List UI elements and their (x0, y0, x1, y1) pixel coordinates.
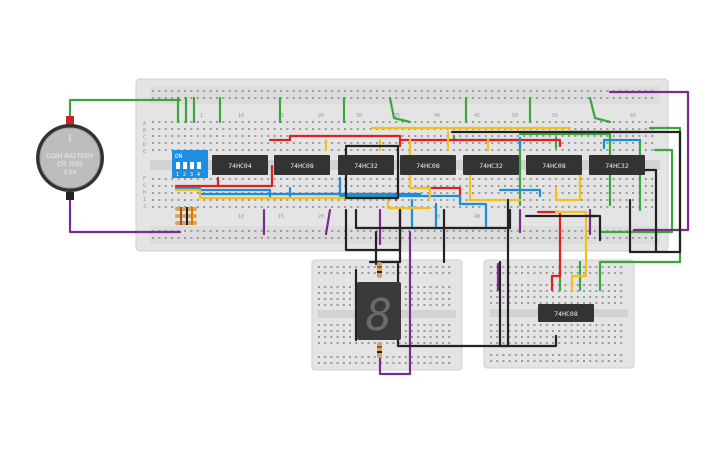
svg-text:55: 55 (552, 113, 558, 119)
wire-red (398, 138, 562, 148)
wire-black (524, 214, 602, 242)
seven-segment-display[interactable]: 8 (357, 282, 401, 341)
wire-blue (338, 176, 462, 206)
svg-text:60: 60 (630, 113, 636, 119)
chip-74hc32[interactable]: 74HC32 (338, 155, 394, 175)
svg-text:10: 10 (238, 214, 244, 220)
svg-text:3: 3 (190, 172, 193, 178)
svg-text:74HC08: 74HC08 (554, 310, 578, 318)
wire-red (536, 210, 562, 292)
svg-text:50: 50 (512, 113, 518, 119)
dip-on-label: ON (175, 153, 183, 160)
svg-text:C: C (143, 135, 146, 141)
svg-text:74HC08: 74HC08 (290, 162, 314, 170)
coin-battery[interactable]: COIN BATTERY CR 2032 3.0V (36, 116, 104, 200)
wire-black (568, 130, 682, 254)
svg-text:B: B (143, 128, 146, 134)
chip-74hc08[interactable]: 74HC08 (274, 155, 330, 175)
wires[interactable] (68, 90, 690, 376)
svg-text:35: 35 (394, 113, 400, 119)
wire-yellow (554, 210, 588, 292)
battery-model: CR 2032 (57, 161, 83, 168)
svg-text:45: 45 (474, 113, 480, 119)
svg-text:G: G (143, 183, 146, 189)
wire-black (344, 144, 400, 200)
svg-text:30: 30 (356, 113, 362, 119)
battery-voltage: 3.0V (63, 169, 77, 176)
wire-purple (68, 198, 182, 234)
wire-green (598, 126, 682, 292)
wire-green (518, 132, 612, 207)
wire-yellow (468, 168, 522, 202)
svg-text:20: 20 (318, 214, 324, 220)
wire-black (638, 168, 658, 254)
wire-green (464, 96, 612, 124)
svg-text:74HC32: 74HC32 (605, 162, 629, 170)
wire-purple (518, 208, 592, 236)
wire-green (176, 96, 196, 124)
wire-green (68, 98, 182, 123)
svg-text:F: F (143, 176, 146, 182)
wire-yellow (554, 174, 582, 202)
svg-text:D: D (143, 142, 146, 148)
svg-text:74HC32: 74HC32 (354, 162, 378, 170)
wire-purple (262, 208, 412, 376)
svg-text:A: A (143, 121, 146, 127)
resistor-bottom[interactable] (377, 342, 382, 358)
svg-text:74HC32: 74HC32 (479, 162, 503, 170)
wire-black (374, 208, 446, 266)
seven-segment-digit: 8 (366, 290, 393, 341)
svg-text:I: I (143, 197, 146, 203)
chip-74hc08[interactable]: 74HC08 (400, 155, 456, 175)
chip-74hc08[interactable]: 74HC08 (526, 155, 582, 175)
chip-74hc08-small[interactable]: 74HC08 (538, 304, 594, 322)
wire-green (218, 96, 412, 124)
svg-text:74HC04: 74HC04 (228, 162, 252, 170)
dip-switch[interactable]: ON 1 2 3 4 (172, 150, 208, 178)
chip-74hc32[interactable]: 74HC32 (463, 155, 519, 175)
battery-label: COIN BATTERY (46, 153, 94, 160)
wire-yellow (174, 188, 432, 210)
svg-text:40: 40 (434, 113, 440, 119)
resistor-top[interactable] (377, 262, 382, 278)
svg-text:20: 20 (318, 113, 324, 119)
svg-text:74HC08: 74HC08 (416, 162, 440, 170)
svg-text:4: 4 (197, 172, 200, 178)
svg-text:J: J (143, 204, 146, 210)
svg-text:2: 2 (183, 172, 186, 178)
svg-text:40: 40 (474, 214, 480, 220)
svg-text:15: 15 (278, 214, 284, 220)
chip-74hc04[interactable]: 74HC04 (212, 155, 268, 175)
svg-text:74HC08: 74HC08 (542, 162, 566, 170)
svg-text:E: E (143, 149, 146, 155)
wire-black (354, 208, 512, 230)
wire-blue (410, 198, 488, 228)
svg-text:H: H (143, 190, 146, 196)
wire-red (174, 164, 274, 188)
chip-74hc32[interactable]: 74HC32 (589, 155, 645, 175)
wire-green (598, 148, 674, 234)
wire-blue (498, 188, 542, 198)
svg-text:1: 1 (200, 113, 203, 119)
row-letters: A B C D E F G H I J (143, 121, 146, 210)
wire-purple (608, 90, 690, 232)
wire-blue (518, 136, 642, 150)
svg-text:1: 1 (176, 172, 179, 178)
wire-blue (198, 186, 292, 200)
svg-text:10: 10 (238, 113, 244, 119)
resistor-bank[interactable] (175, 207, 197, 225)
